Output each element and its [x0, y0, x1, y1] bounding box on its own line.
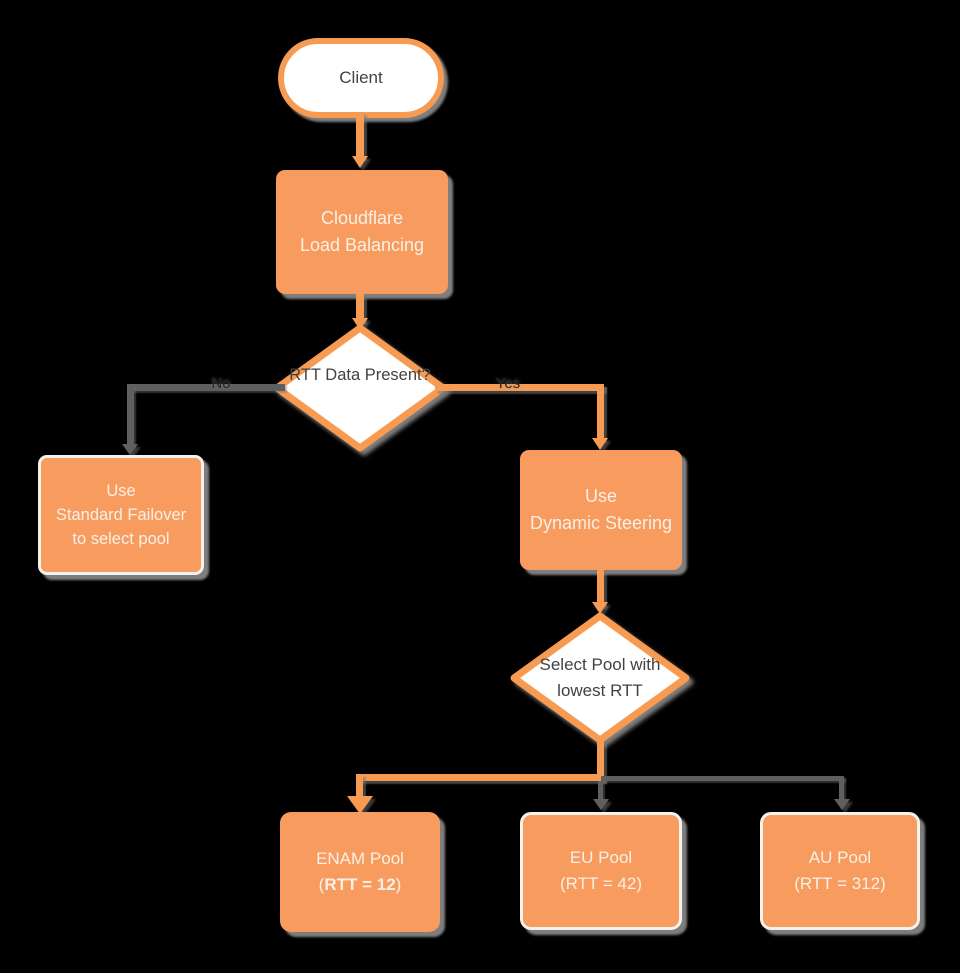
select-pool-line1: Select Pool [539, 655, 626, 674]
edge-eu-vertical-line [598, 781, 603, 801]
edge-yes-vertical-line [597, 384, 604, 440]
edge-steering-to-select-arrow-head [592, 602, 608, 614]
node-rtt-decision-label: RTT Data Present? [280, 363, 440, 387]
edge-eu-arrow-head [593, 799, 609, 810]
rtt-decision-line1: RTT Data [289, 366, 361, 384]
au-pool-line2: (RTT = 312) [794, 874, 886, 893]
edge-yes-horizontal-line [435, 384, 604, 391]
au-pool-line1: AU Pool [808, 848, 872, 867]
edge-no-horizontal-line [127, 384, 285, 391]
edge-au-horizontal-line [601, 776, 844, 781]
enam-pool-line1: ENAM Pool [316, 849, 404, 868]
edge-enam-horizontal-line [356, 774, 604, 781]
enam-rtt-value: RTT = 12 [324, 875, 396, 894]
edge-enam-arrow-head [347, 796, 373, 814]
node-enam-pool: ENAM Pool (RTT = 12) [280, 812, 440, 932]
standard-failover-line1: Use [106, 482, 136, 500]
standard-failover-line2: Standard Failover [55, 506, 187, 524]
node-cloudflare-load-balancing: Cloudflare Load Balancing [276, 170, 448, 294]
edge-steering-to-select-line [597, 570, 604, 606]
dynamic-steering-line2: Dynamic Steering [529, 513, 673, 533]
enam-pool-line2: (RTT = 12) [319, 872, 402, 898]
edge-enam-vertical-line [356, 774, 363, 802]
edge-lb-to-decision-line [356, 294, 364, 322]
enam-paren-open: ( [318, 875, 325, 894]
edge-yes-label: Yes [495, 375, 521, 392]
node-cloudflare-line1: Cloudflare [320, 208, 404, 228]
node-rtt-decision [273, 324, 447, 452]
node-au-pool: AU Pool (RTT = 312) [760, 812, 920, 930]
edge-yes-arrow-head [592, 438, 608, 450]
dynamic-steering-line1: Use [584, 486, 617, 506]
edge-select-down-line [597, 740, 604, 781]
eu-pool-line1: EU Pool [569, 848, 633, 867]
enam-paren-close: ) [395, 875, 402, 894]
select-pool-line2: with lowest RTT [557, 655, 661, 700]
node-cloudflare-line2: Load Balancing [299, 235, 425, 255]
node-dynamic-steering: Use Dynamic Steering [520, 450, 682, 570]
diamond-shape [273, 324, 447, 452]
eu-pool-line2: (RTT = 42) [559, 874, 643, 893]
node-client-label: Client [339, 68, 383, 87]
edge-client-to-lb-line [356, 112, 364, 158]
edge-au-arrow-head [834, 799, 850, 810]
edge-no-vertical-line [127, 384, 134, 446]
node-client: Client [278, 38, 444, 118]
node-eu-pool: EU Pool (RTT = 42) [520, 812, 682, 930]
edge-no-label: No [211, 375, 231, 392]
edge-client-to-lb-arrow-head [352, 156, 368, 168]
rtt-decision-line2: Present? [364, 366, 431, 384]
node-select-pool-label: Select Pool with lowest RTT [515, 652, 685, 704]
edge-no-arrow-head [122, 444, 138, 455]
standard-failover-line3: to select pool [72, 530, 170, 548]
edge-au-vertical-line [839, 776, 844, 801]
node-standard-failover: Use Standard Failover to select pool [38, 455, 204, 575]
